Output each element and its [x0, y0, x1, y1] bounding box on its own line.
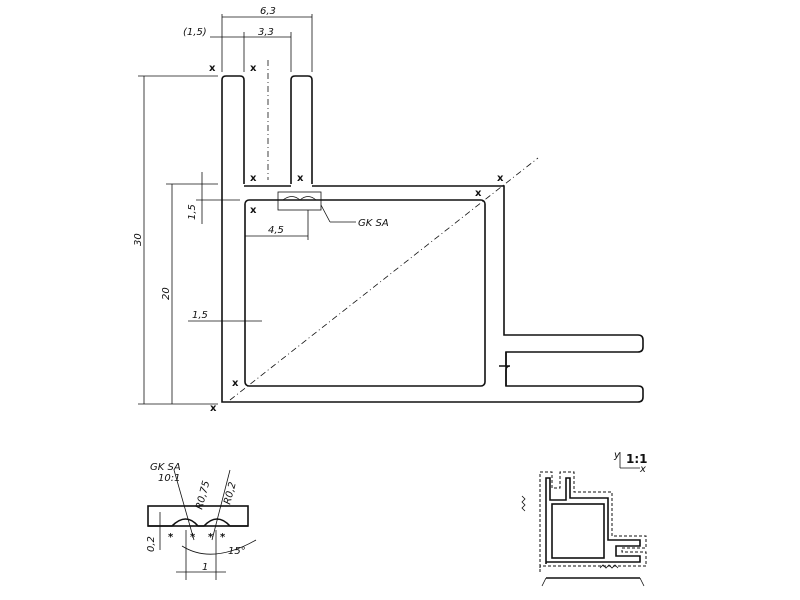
svg-text:*: *: [208, 532, 214, 543]
outer-contour: [221, 184, 644, 403]
marker: x: [250, 173, 257, 184]
groove: [282, 196, 317, 201]
callout-label: GK SA: [358, 218, 389, 229]
detail-view: * * * *: [147, 469, 257, 580]
svg-text:*: *: [168, 532, 174, 543]
main-dimensions: [138, 14, 313, 405]
dim-height-total: 30: [133, 233, 144, 246]
dim-step-height: 1,5: [187, 204, 198, 220]
corner-markers: x x x x x x x x x: [209, 63, 504, 414]
inner-cavity: [244, 199, 486, 387]
marker: x: [250, 63, 257, 74]
detail-scale: 10:1: [158, 473, 180, 484]
svg-text:*: *: [220, 532, 226, 543]
detail-pitch: 1: [202, 562, 208, 573]
marker: x: [475, 188, 482, 199]
thumbnail-axis-x: x: [639, 464, 646, 475]
callout-box: [277, 191, 322, 211]
dim-top-paren: (1,5): [183, 27, 207, 38]
marker: x: [209, 63, 216, 74]
marker: x: [297, 173, 304, 184]
detail-title: GK SA: [150, 462, 181, 473]
dim-top-inner: 3,3: [258, 27, 274, 38]
main-profile: [221, 60, 644, 403]
dim-height-frame: 20: [161, 287, 172, 300]
dim-top-total: 6,3: [260, 6, 276, 17]
detail-angle: 15°: [228, 546, 246, 557]
marker: x: [250, 205, 257, 216]
marker: x: [232, 378, 239, 389]
detail-radius-b: R0,2: [222, 481, 239, 506]
thumbnail-scale: 1:1: [626, 452, 648, 466]
svg-text:*: *: [190, 532, 196, 543]
detail-depth: 0,2: [146, 536, 157, 552]
thumbnail-outline: [539, 471, 647, 572]
marker: x: [210, 403, 217, 414]
thumbnail-axis-y: y: [613, 450, 621, 461]
diagonal-line: [229, 157, 539, 401]
thumbnail-view: [521, 452, 647, 587]
left-prong: [221, 75, 245, 184]
marker: x: [497, 173, 504, 184]
right-prong: [290, 75, 313, 184]
dim-wall: 1,5: [192, 310, 208, 321]
dim-offset: 4,5: [268, 225, 284, 236]
